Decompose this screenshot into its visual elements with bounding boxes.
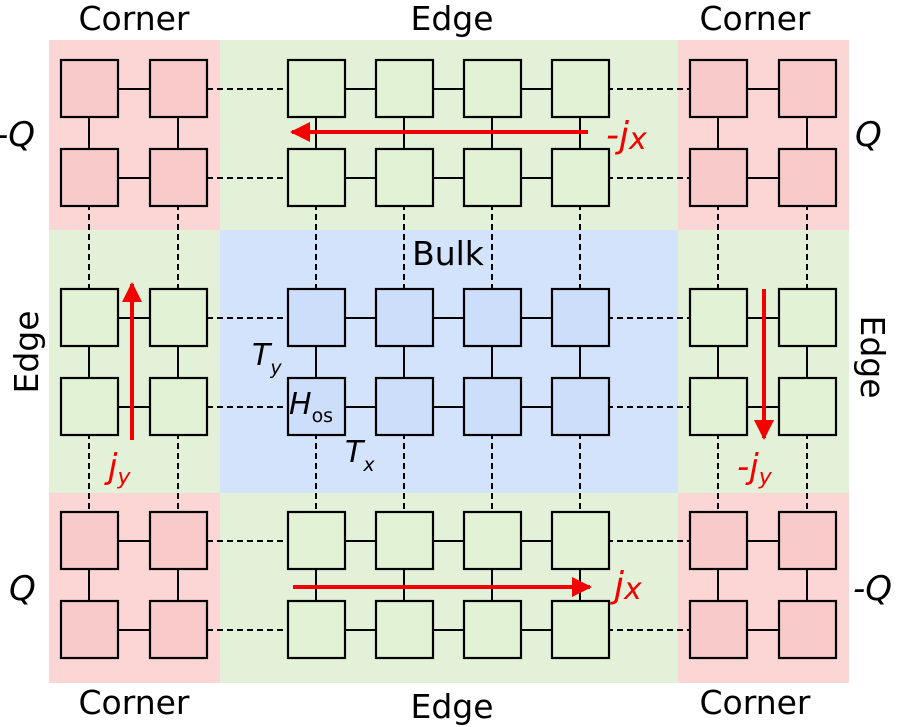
corner-label-top-right: Corner — [699, 0, 810, 38]
coupling-labels: Ty Hos Tx — [252, 338, 375, 476]
edge-site — [462, 147, 523, 208]
corner-site — [148, 58, 209, 119]
bulk-site — [550, 376, 611, 437]
charge-top-right: Q — [855, 115, 882, 155]
edge-site — [688, 376, 749, 437]
bulk-region — [220, 230, 678, 493]
bulk-label: Bulk — [412, 234, 485, 273]
jx-top-label: -jx — [606, 115, 647, 157]
edge-site — [148, 287, 209, 348]
edge-site — [550, 58, 611, 119]
corner-site — [777, 599, 838, 660]
bulk-site — [374, 376, 435, 437]
edge-site — [286, 510, 347, 571]
jy-left-label: jy — [104, 447, 131, 490]
corner-charges: -Q Q Q -Q — [0, 115, 892, 609]
corner-site — [148, 510, 209, 571]
edge-site — [550, 599, 611, 660]
corner-site — [777, 58, 838, 119]
edge-site — [374, 147, 435, 208]
corner-site — [59, 147, 120, 208]
hos-label: Hos — [289, 387, 333, 427]
jx-bottom-label: jx — [609, 565, 642, 607]
corner-site — [688, 58, 749, 119]
jy-right-label: -jy — [737, 447, 773, 490]
bulk-site — [286, 287, 347, 348]
tx-label: Tx — [345, 435, 375, 476]
corner-site — [148, 147, 209, 208]
edge-site — [550, 147, 611, 208]
edge-site — [59, 287, 120, 348]
edge-label-top: Edge — [410, 0, 493, 38]
corner-label-bottom-right: Corner — [699, 683, 810, 722]
charge-bottom-right: -Q — [853, 569, 892, 609]
corner-site — [688, 147, 749, 208]
corner-site — [777, 147, 838, 208]
charge-bottom-left: Q — [9, 569, 36, 609]
corner-site — [688, 599, 749, 660]
bulk-site — [462, 376, 523, 437]
edge-site — [148, 376, 209, 437]
edge-label-left: Edge — [7, 310, 46, 393]
current-labels: -jx jx jy -jy — [104, 115, 773, 607]
dashed-couplings — [88, 88, 808, 631]
corner-site — [148, 599, 209, 660]
edge-site — [374, 510, 435, 571]
bulk-site — [286, 376, 347, 437]
bulk-site — [550, 287, 611, 348]
edge-site — [462, 510, 523, 571]
charge-top-left: -Q — [0, 115, 35, 155]
edge-label-bottom: Edge — [410, 687, 493, 726]
corner-label-top-left: Corner — [78, 0, 189, 38]
bulk-site — [374, 287, 435, 348]
edge-site — [462, 58, 523, 119]
edge-site — [777, 287, 838, 348]
edge-site — [374, 599, 435, 660]
corner-site — [59, 510, 120, 571]
edge-site — [59, 376, 120, 437]
current-arrows — [122, 122, 774, 597]
edge-site — [374, 58, 435, 119]
edge-site — [286, 58, 347, 119]
edge-site — [462, 599, 523, 660]
edge-site — [286, 599, 347, 660]
ty-label: Ty — [252, 338, 282, 379]
edge-label-right: Edge — [853, 315, 892, 398]
edge-site — [550, 510, 611, 571]
lattice-sites — [59, 58, 838, 660]
corner-site — [59, 599, 120, 660]
region-labels: Corner Edge Corner Corner Edge Corner Ed… — [7, 0, 892, 726]
corner-site — [688, 510, 749, 571]
left-edge-region — [49, 230, 220, 493]
corner-site — [59, 58, 120, 119]
edge-site — [777, 376, 838, 437]
edge-site — [286, 147, 347, 208]
bulk-site — [462, 287, 523, 348]
edge-site — [688, 287, 749, 348]
corner-label-bottom-left: Corner — [78, 683, 189, 722]
corner-site — [777, 510, 838, 571]
